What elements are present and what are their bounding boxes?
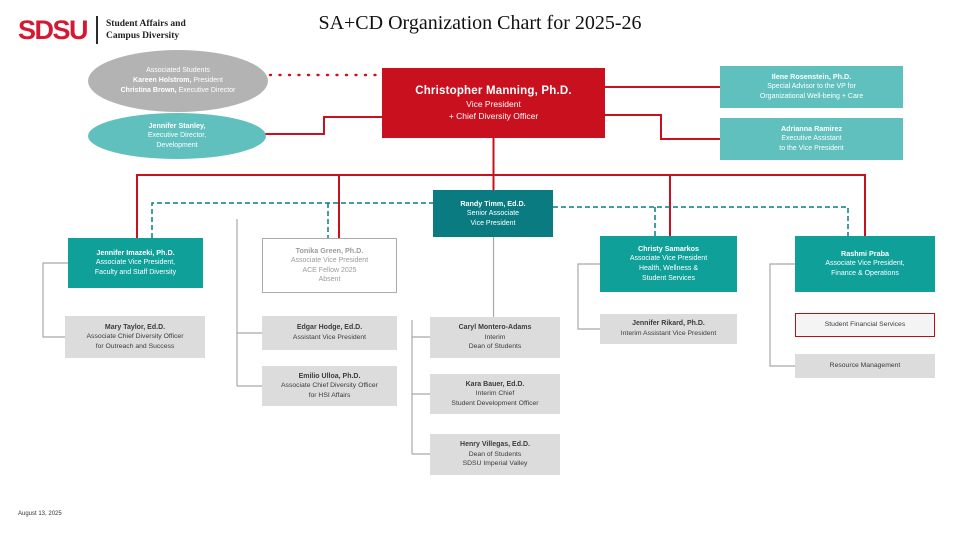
unit-label: Student Financial Services bbox=[824, 321, 906, 329]
person-title: Interim Chief bbox=[475, 390, 515, 398]
person-title: Dean of Students bbox=[468, 343, 522, 351]
org-node-christopher-manning: Christopher Manning, Ph.D. Vice Presiden… bbox=[382, 68, 605, 138]
person-title: Student Development Officer bbox=[451, 399, 539, 407]
person-name: Christopher Manning, Ph.D. bbox=[415, 85, 572, 98]
person-title: Associate Chief Diversity Officer bbox=[281, 382, 378, 390]
org-node-student-financial-services: Student Financial Services bbox=[795, 313, 935, 337]
org-name: Associated Students bbox=[146, 67, 210, 75]
org-node-ilene-rosenstein: Ilene Rosenstein, Ph.D. Special Advisor … bbox=[720, 66, 903, 108]
org-node-christy-samarkos: Christy Samarkos Associate Vice Presiden… bbox=[600, 236, 737, 292]
org-node-tonika-green: Tonika Green, Ph.D. Associate Vice Presi… bbox=[262, 238, 397, 293]
org-node-mary-taylor: Mary Taylor, Ed.D. Associate Chief Diver… bbox=[65, 316, 205, 358]
person-title: Development bbox=[156, 142, 198, 150]
org-node-kara-bauer: Kara Bauer, Ed.D. Interim Chief Student … bbox=[430, 374, 560, 414]
person-name: Tonika Green, Ph.D. bbox=[295, 245, 364, 255]
person-title: Associate Vice President, bbox=[825, 260, 905, 268]
page-title: SA+CD Organization Chart for 2025-26 bbox=[318, 12, 642, 34]
person-name: Caryl Montero-Adams bbox=[458, 324, 532, 332]
org-node-adrianna-ramirez: Adrianna Ramirez Executive Assistant to … bbox=[720, 118, 903, 160]
unit-label: Resource Management bbox=[829, 362, 901, 370]
org-node-jennifer-stanley: Jennifer Stanley, Executive Director, De… bbox=[88, 113, 266, 159]
person-title: Student Services bbox=[642, 274, 695, 282]
person-title: Associate Chief Diversity Officer bbox=[86, 333, 184, 341]
person-name: Emilio Ulloa, Ph.D. bbox=[298, 372, 361, 380]
person-title: Special Advisor to the VP for bbox=[767, 83, 856, 91]
person-name: Kara Bauer, Ed.D. bbox=[465, 380, 525, 388]
person-title: + Chief Diversity Officer bbox=[448, 111, 539, 122]
person-title: Finance & Operations bbox=[831, 270, 899, 278]
logo-department-line2: Campus Diversity bbox=[106, 31, 180, 41]
person-name: Jennifer Imazeki, Ph.D. bbox=[96, 248, 175, 258]
person-name: Edgar Hodge, Ed.D. bbox=[296, 324, 363, 332]
org-node-jennifer-imazeki: Jennifer Imazeki, Ph.D. Associate Vice P… bbox=[68, 238, 203, 288]
revision-date: August 13, 2025 bbox=[18, 511, 62, 517]
person-name: Henry Villegas, Ed.D. bbox=[460, 441, 530, 449]
sdsu-wordmark: SDSU bbox=[18, 14, 89, 45]
org-node-edgar-hodge: Edgar Hodge, Ed.D. Assistant Vice Presid… bbox=[262, 316, 397, 350]
person-title: Associate Vice President, bbox=[95, 259, 176, 267]
person-title: Executive Assistant bbox=[781, 135, 842, 143]
org-node-jennifer-rikard: Jennifer Rikard, Ph.D. Interim Assistant… bbox=[600, 314, 737, 344]
person-title: Associate Vice President bbox=[629, 255, 708, 263]
logo-divider bbox=[96, 16, 99, 44]
person-title: ACE Fellow 2025 bbox=[302, 266, 357, 274]
person-line: Kareen Holstrom, President bbox=[133, 77, 223, 85]
person-line: Christina Brown, Executive Director bbox=[120, 86, 236, 94]
person-title: for Outreach and Success bbox=[95, 342, 175, 350]
person-name: Rashmi Praba bbox=[841, 249, 889, 259]
person-title: Associate Vice President bbox=[290, 256, 369, 264]
person-status: Absent bbox=[318, 276, 341, 284]
org-node-associated-students: Associated Students Kareen Holstrom, Pre… bbox=[88, 50, 268, 112]
person-title: Faculty and Staff Diversity bbox=[94, 269, 177, 277]
sdsu-logo: SDSU Student Affairs and Campus Diversit… bbox=[18, 16, 186, 44]
org-node-resource-management: Resource Management bbox=[795, 354, 935, 378]
person-name: Christy Samarkos bbox=[637, 244, 700, 254]
person-name: Ilene Rosenstein, Ph.D. bbox=[771, 72, 852, 82]
person-name: Jennifer Rikard, Ph.D. bbox=[632, 320, 705, 328]
person-title: Vice President bbox=[470, 219, 516, 227]
person-title: for HSI Affairs bbox=[308, 391, 351, 399]
org-node-randy-timm: Randy Timm, Ed.D. Senior Associate Vice … bbox=[433, 190, 553, 237]
org-node-rashmi-praba: Rashmi Praba Associate Vice President, F… bbox=[795, 236, 935, 292]
person-title: to the Vice President bbox=[779, 145, 844, 153]
person-name: Randy Timm, Ed.D. bbox=[460, 198, 526, 208]
logo-department: Student Affairs and Campus Diversity bbox=[106, 18, 186, 43]
person-title: Executive Director, bbox=[147, 132, 207, 140]
person-title: Vice President bbox=[466, 99, 521, 110]
person-title: Interim bbox=[484, 333, 506, 341]
person-name: Adrianna Ramirez bbox=[780, 124, 843, 134]
person-title: Senior Associate bbox=[466, 209, 520, 217]
person-title: Health, Wellness & bbox=[638, 265, 698, 273]
person-title: Dean of Students bbox=[468, 450, 522, 458]
person-title: Assistant Vice President bbox=[292, 334, 367, 342]
person-title: Interim Assistant Vice President bbox=[620, 330, 717, 338]
person-title: Organizational Well-being + Care bbox=[759, 93, 864, 101]
person-title: SDSU Imperial Valley bbox=[462, 460, 528, 468]
org-node-caryl-montero-adams: Caryl Montero-Adams Interim Dean of Stud… bbox=[430, 317, 560, 358]
person-name: Jennifer Stanley, bbox=[148, 121, 206, 131]
org-node-emilio-ulloa: Emilio Ulloa, Ph.D. Associate Chief Dive… bbox=[262, 366, 397, 406]
person-name: Mary Taylor, Ed.D. bbox=[104, 323, 166, 331]
org-node-henry-villegas: Henry Villegas, Ed.D. Dean of Students S… bbox=[430, 434, 560, 475]
logo-department-line1: Student Affairs and bbox=[106, 18, 186, 29]
